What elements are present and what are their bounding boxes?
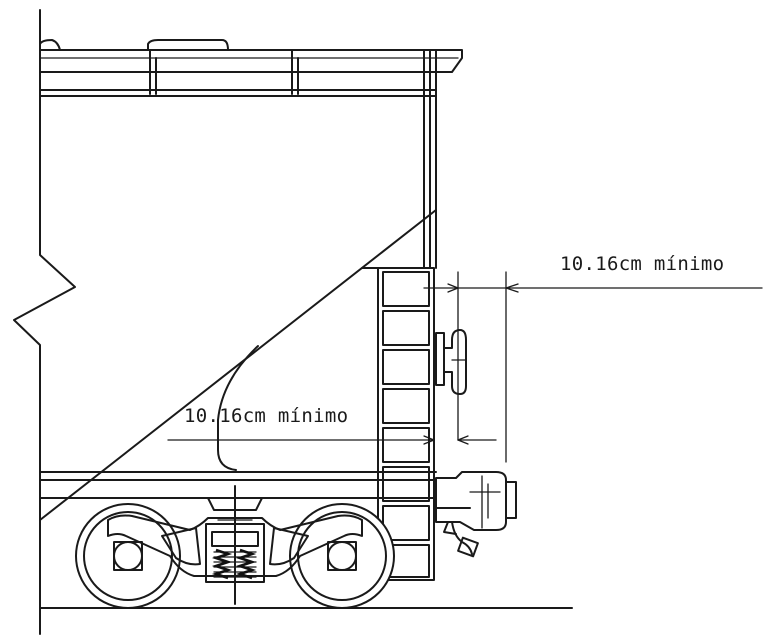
dimension-top xyxy=(423,271,763,463)
dimension-bottom xyxy=(167,435,497,445)
car-body xyxy=(13,9,463,635)
handbrake-icon xyxy=(435,329,467,395)
break-line xyxy=(13,9,76,635)
coupler-icon xyxy=(435,471,517,558)
truck-assembly xyxy=(75,485,395,609)
wheel-left xyxy=(75,503,181,609)
dimension-label-bottom: 10.16cm mínimo xyxy=(184,405,349,427)
wheel-right xyxy=(289,503,395,609)
hopper-slope xyxy=(39,209,437,521)
end-ladder xyxy=(377,267,435,581)
dimension-label-top: 10.16cm mínimo xyxy=(560,253,725,275)
roof-hatch xyxy=(147,39,229,51)
